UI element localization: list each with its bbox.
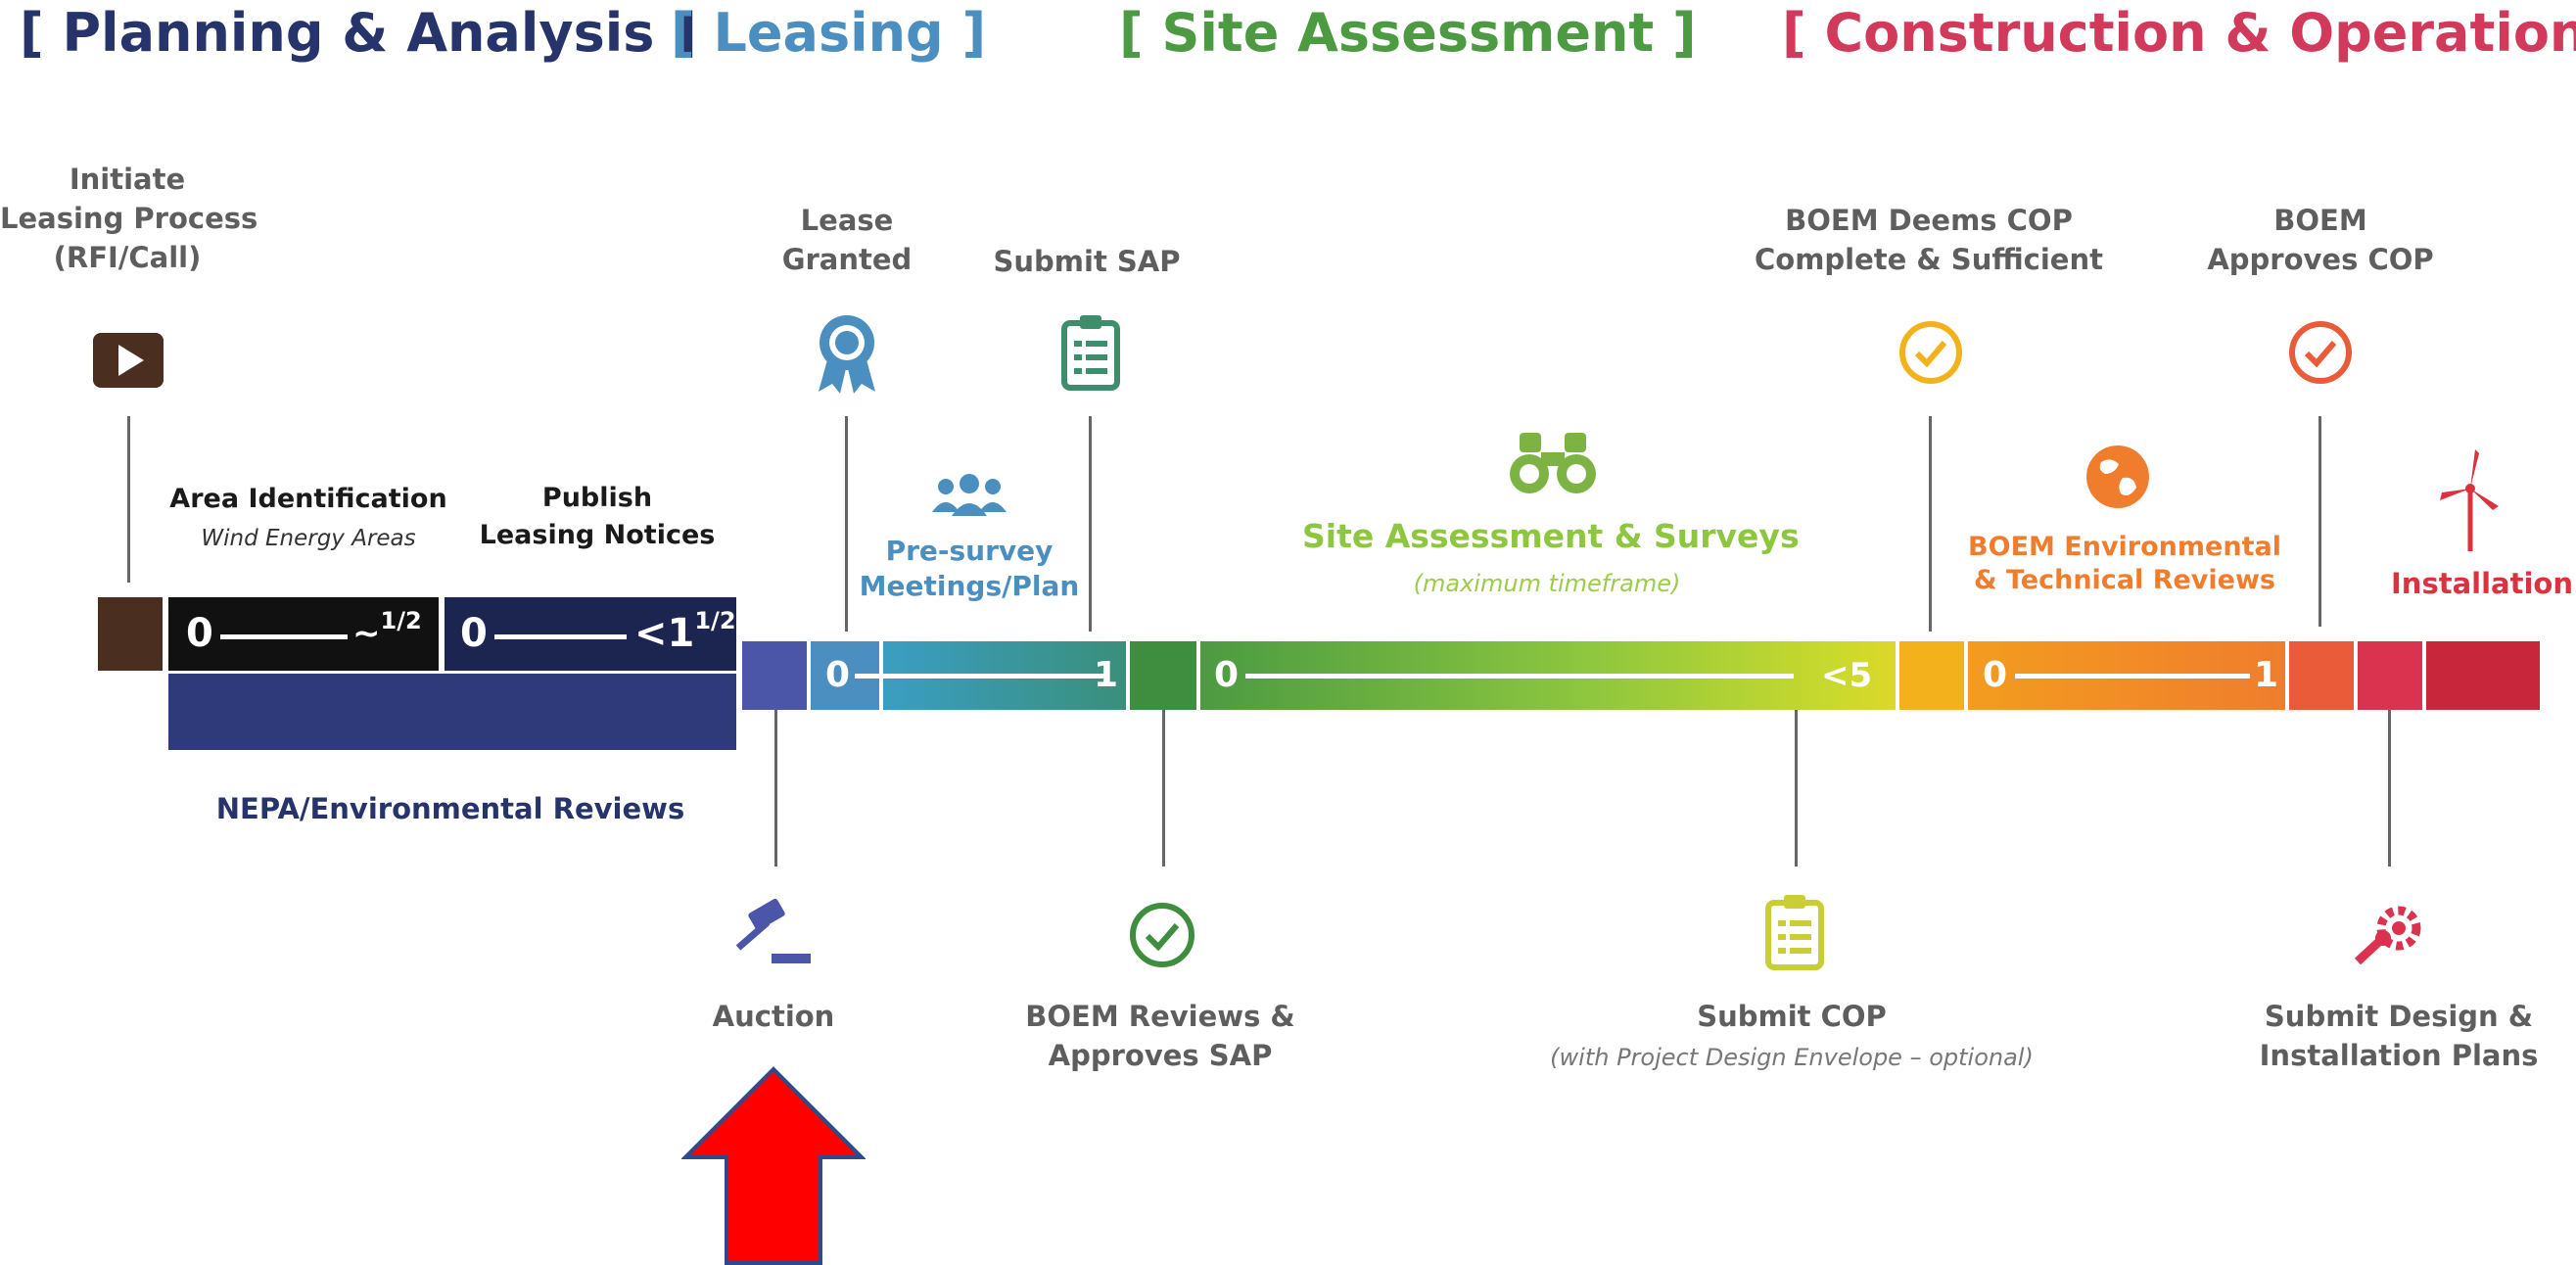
connector-line (2388, 710, 2391, 867)
globe-icon (2086, 445, 2149, 508)
site-end-value: <5 (1821, 656, 1873, 695)
nepa-bar (168, 674, 736, 750)
clipboard-icon (1061, 315, 1120, 391)
duration-line (1245, 674, 1794, 679)
area-start-value: 0 (186, 611, 213, 656)
publish-notices-label: Publish Leasing Notices (479, 483, 716, 550)
presurvey-end-value: 1 (1094, 655, 1119, 695)
timeline-segment-installation (2426, 641, 2540, 710)
duration-line (494, 634, 627, 639)
phase-site-assessment: [ Site Assessment ] (1119, 2, 1697, 64)
auction-label: Auction (712, 1000, 835, 1033)
submit-cop-sublabel: (with Project Design Envelope – optional… (1550, 1044, 2034, 1071)
timeline-segment-area-identification (168, 597, 439, 671)
timeline-segment-cop-approval (2289, 641, 2354, 710)
lease-granted-label: Lease Granted (781, 204, 913, 276)
connector-line (845, 416, 848, 632)
duration-line (220, 634, 348, 639)
ribbon-award-icon (819, 315, 875, 394)
connector-line (1089, 416, 1092, 632)
publish-start-value: 0 (460, 611, 488, 656)
installation-label: Installation (2391, 567, 2573, 600)
timeline-segment-auction (742, 641, 807, 710)
checkmark-circle-icon (1899, 321, 1962, 384)
site-assessment-label: Site Assessment & Surveys (1302, 517, 1800, 555)
timeline-segment-publish (445, 597, 736, 671)
connector-line (2318, 416, 2321, 627)
presurvey-label: Pre-survey Meetings/Plan (859, 535, 1080, 602)
binoculars-icon (1510, 433, 1596, 493)
phase-leasing: [ Leasing ] (671, 2, 987, 64)
clipboard-icon (1765, 895, 1824, 970)
checkmark-circle-icon (2289, 321, 2352, 384)
timeline-segment-initiate (98, 597, 163, 671)
initiate-label: Initiate Leasing Process (RFI/Call) (0, 163, 258, 274)
checkmark-circle-icon (1130, 903, 1194, 967)
connector-line (1929, 416, 1932, 632)
boem-reviews-sap-label: BOEM Reviews & Approves SAP (1025, 1000, 1295, 1072)
duration-line (855, 674, 1109, 679)
presurvey-start-value: 0 (825, 655, 851, 695)
up-arrow-icon (681, 1066, 866, 1265)
nepa-label: NEPA/Environmental Reviews (215, 792, 685, 825)
timeline-segment-cop-complete (1899, 641, 1964, 710)
connector-line (774, 710, 777, 867)
site-assessment-sublabel: (maximum timeframe) (1413, 570, 1681, 597)
phase-planning: [ Planning & Analysis ] (20, 2, 697, 64)
boem-deems-cop-label: BOEM Deems COP Complete & Sufficient (1755, 204, 2103, 276)
wrench-gear-icon (2354, 906, 2421, 965)
boem-approves-cop-label: BOEM Approves COP (2207, 204, 2434, 276)
area-identification-label: Area Identification Wind Energy Areas (169, 484, 447, 551)
connector-line (1795, 710, 1798, 867)
submit-sap-label: Submit SAP (993, 245, 1181, 278)
site-start-value: 0 (1214, 655, 1240, 695)
submit-design-label: Submit Design & Installation Plans (2259, 1000, 2539, 1072)
publish-end-value: <11/2 (634, 607, 736, 656)
play-icon (93, 333, 164, 388)
area-end-value: ~1/2 (352, 607, 422, 653)
gavel-icon (735, 899, 811, 963)
boem-env-reviews-label: BOEM Environmental & Technical Reviews (1968, 532, 2281, 595)
wind-turbine-icon (2440, 449, 2499, 551)
timeline-segment-design (2358, 641, 2422, 710)
timeline-segment-sap-review (1130, 641, 1196, 710)
connector-line (1162, 710, 1165, 867)
phase-construction: [ Construction & Operations ] (1782, 2, 2576, 64)
submit-cop-label: Submit COP (1697, 1000, 1887, 1033)
env-start-value: 0 (1983, 655, 2008, 695)
duration-line (2015, 674, 2250, 679)
env-end-value: 1 (2254, 655, 2279, 695)
people-icon (932, 474, 1007, 516)
connector-line (127, 416, 130, 583)
